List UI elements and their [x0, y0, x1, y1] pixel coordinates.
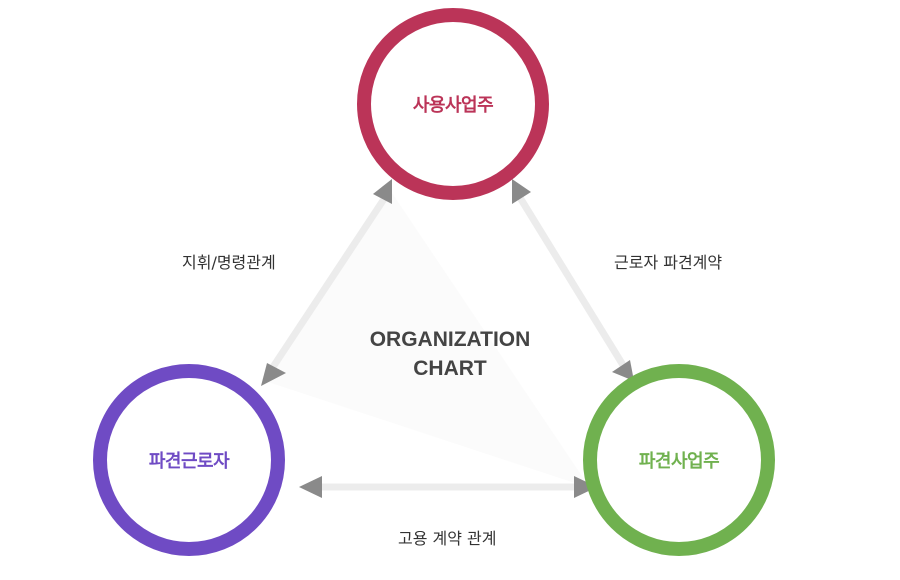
node-dispatching-employer-label: 파견사업주	[638, 451, 720, 472]
arrowhead-top-right-down	[612, 360, 634, 381]
center-title-line-1: ORGANIZATION	[369, 328, 531, 351]
edge-label-employment-contract: 고용 계약 관계	[398, 529, 497, 548]
connector-top-right	[516, 194, 629, 372]
center-title: ORGANIZATION CHART	[330, 325, 570, 383]
node-dispatched-worker: 파견근로자	[93, 364, 285, 556]
arrowhead-bottom-left	[299, 476, 322, 498]
arrowhead-top-left-up	[373, 179, 392, 204]
node-dispatching-employer: 파견사업주	[583, 364, 775, 556]
edge-label-dispatch-contract: 근로자 파견계약	[614, 253, 723, 272]
edge-label-command-relation: 지휘/명령관계	[182, 253, 276, 272]
connector-top-left	[268, 194, 389, 372]
arrowhead-bottom-right	[574, 476, 597, 498]
node-user-employer: 사용사업주	[357, 8, 549, 200]
node-dispatched-worker-label: 파견근로자	[148, 451, 230, 472]
center-title-line-2: CHART	[413, 357, 487, 380]
arrowhead-top-right-up	[512, 179, 531, 204]
node-user-employer-label: 사용사업주	[412, 95, 494, 116]
arrowhead-top-left-down	[261, 363, 286, 386]
